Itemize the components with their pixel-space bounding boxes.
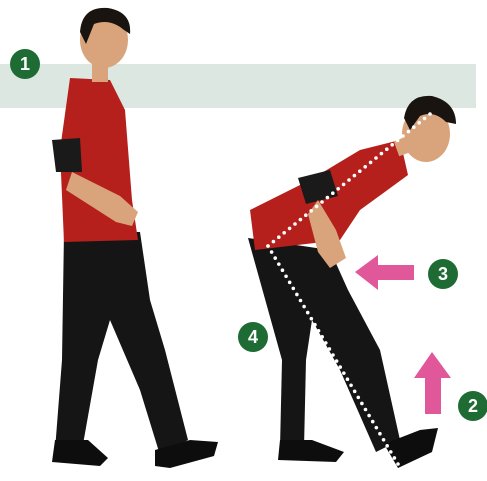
guide-dot — [390, 143, 394, 147]
step-badge-4: 4 — [238, 322, 268, 352]
arrow-up-icon — [414, 352, 451, 414]
guide-dot — [291, 287, 295, 291]
standing-pants — [55, 232, 188, 455]
guide-dot — [324, 341, 328, 345]
guide-dot — [284, 274, 288, 278]
guide-dot — [277, 235, 281, 239]
guide-dot — [428, 112, 432, 116]
guide-dot — [360, 402, 364, 406]
guide-dot — [272, 240, 276, 244]
guide-dot — [282, 231, 286, 235]
guide-dot — [353, 174, 357, 178]
guide-dot — [288, 227, 292, 231]
standing-person — [52, 8, 218, 468]
guide-dot — [371, 420, 375, 424]
guide-dot — [396, 462, 400, 466]
guide-dot — [273, 256, 277, 260]
guide-dot — [309, 209, 313, 213]
guide-dot — [417, 121, 421, 125]
guide-dot — [326, 196, 330, 200]
guide-dot — [385, 444, 389, 448]
guide-dot — [364, 408, 368, 412]
guide-dot — [293, 222, 297, 226]
guide-dot — [369, 161, 373, 165]
guide-dot — [347, 178, 351, 182]
guide-dot — [320, 335, 324, 339]
guide-dot — [299, 218, 303, 222]
step-badge-1: 1 — [10, 49, 40, 79]
guide-dot — [353, 390, 357, 394]
guide-dot — [299, 299, 303, 303]
guide-dot — [281, 268, 285, 272]
standing-left-shoe — [52, 440, 108, 466]
guide-dot — [363, 165, 367, 169]
guide-dot — [313, 323, 317, 327]
guide-dot — [349, 383, 353, 387]
guide-dot — [331, 353, 335, 357]
bending-left-shoe — [278, 440, 344, 462]
guide-dot — [295, 293, 299, 297]
standing-sleeve — [52, 138, 82, 172]
bending-person — [248, 96, 456, 468]
guide-dot — [346, 377, 350, 381]
guide-dot — [396, 139, 400, 143]
guide-dot — [331, 191, 335, 195]
guide-dot — [382, 438, 386, 442]
guide-dot — [266, 244, 270, 248]
arrow-left-icon — [355, 255, 414, 290]
guide-dot — [304, 213, 308, 217]
guide-dot — [412, 125, 416, 129]
guide-dot — [302, 305, 306, 309]
guide-dot — [306, 311, 310, 315]
guide-dot — [315, 205, 319, 209]
guide-dot — [367, 414, 371, 418]
guide-dot — [338, 365, 342, 369]
guide-dot — [328, 347, 332, 351]
guide-dot — [342, 371, 346, 375]
guide-dot — [401, 134, 405, 138]
guide-dot — [407, 130, 411, 134]
guide-dot — [378, 432, 382, 436]
guide-dot — [335, 359, 339, 363]
guide-dot — [310, 317, 314, 321]
guide-dot — [358, 169, 362, 173]
guide-dot — [270, 250, 274, 254]
step-badge-3: 3 — [428, 259, 458, 289]
guide-dot — [320, 200, 324, 204]
guide-dot — [385, 147, 389, 151]
guide-dot — [356, 396, 360, 400]
guide-dot — [380, 152, 384, 156]
guide-dot — [393, 456, 397, 460]
guide-dot — [317, 329, 321, 333]
guide-dot — [375, 426, 379, 430]
back-line-dots — [266, 112, 432, 248]
step-badge-2: 2 — [458, 391, 487, 421]
guide-dot — [342, 183, 346, 187]
guide-dot — [336, 187, 340, 191]
guide-dot — [389, 450, 393, 454]
guide-dot — [277, 262, 281, 266]
guide-dot — [374, 156, 378, 160]
guide-dot — [423, 117, 427, 121]
guide-dot — [288, 281, 292, 285]
